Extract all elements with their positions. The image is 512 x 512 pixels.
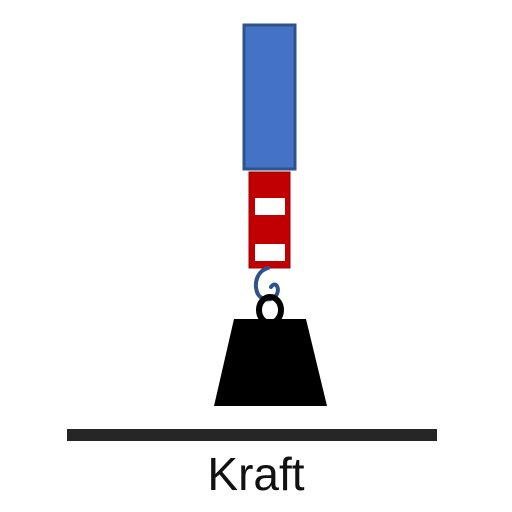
weight-body <box>214 319 327 406</box>
weight-icon <box>214 294 327 406</box>
scale-mark-upper <box>255 198 285 215</box>
caption-label: Kraft <box>207 448 305 500</box>
ground-line-icon <box>67 429 437 441</box>
scale-mark-lower <box>255 244 285 261</box>
spring-scale-housing-icon <box>242 23 297 171</box>
